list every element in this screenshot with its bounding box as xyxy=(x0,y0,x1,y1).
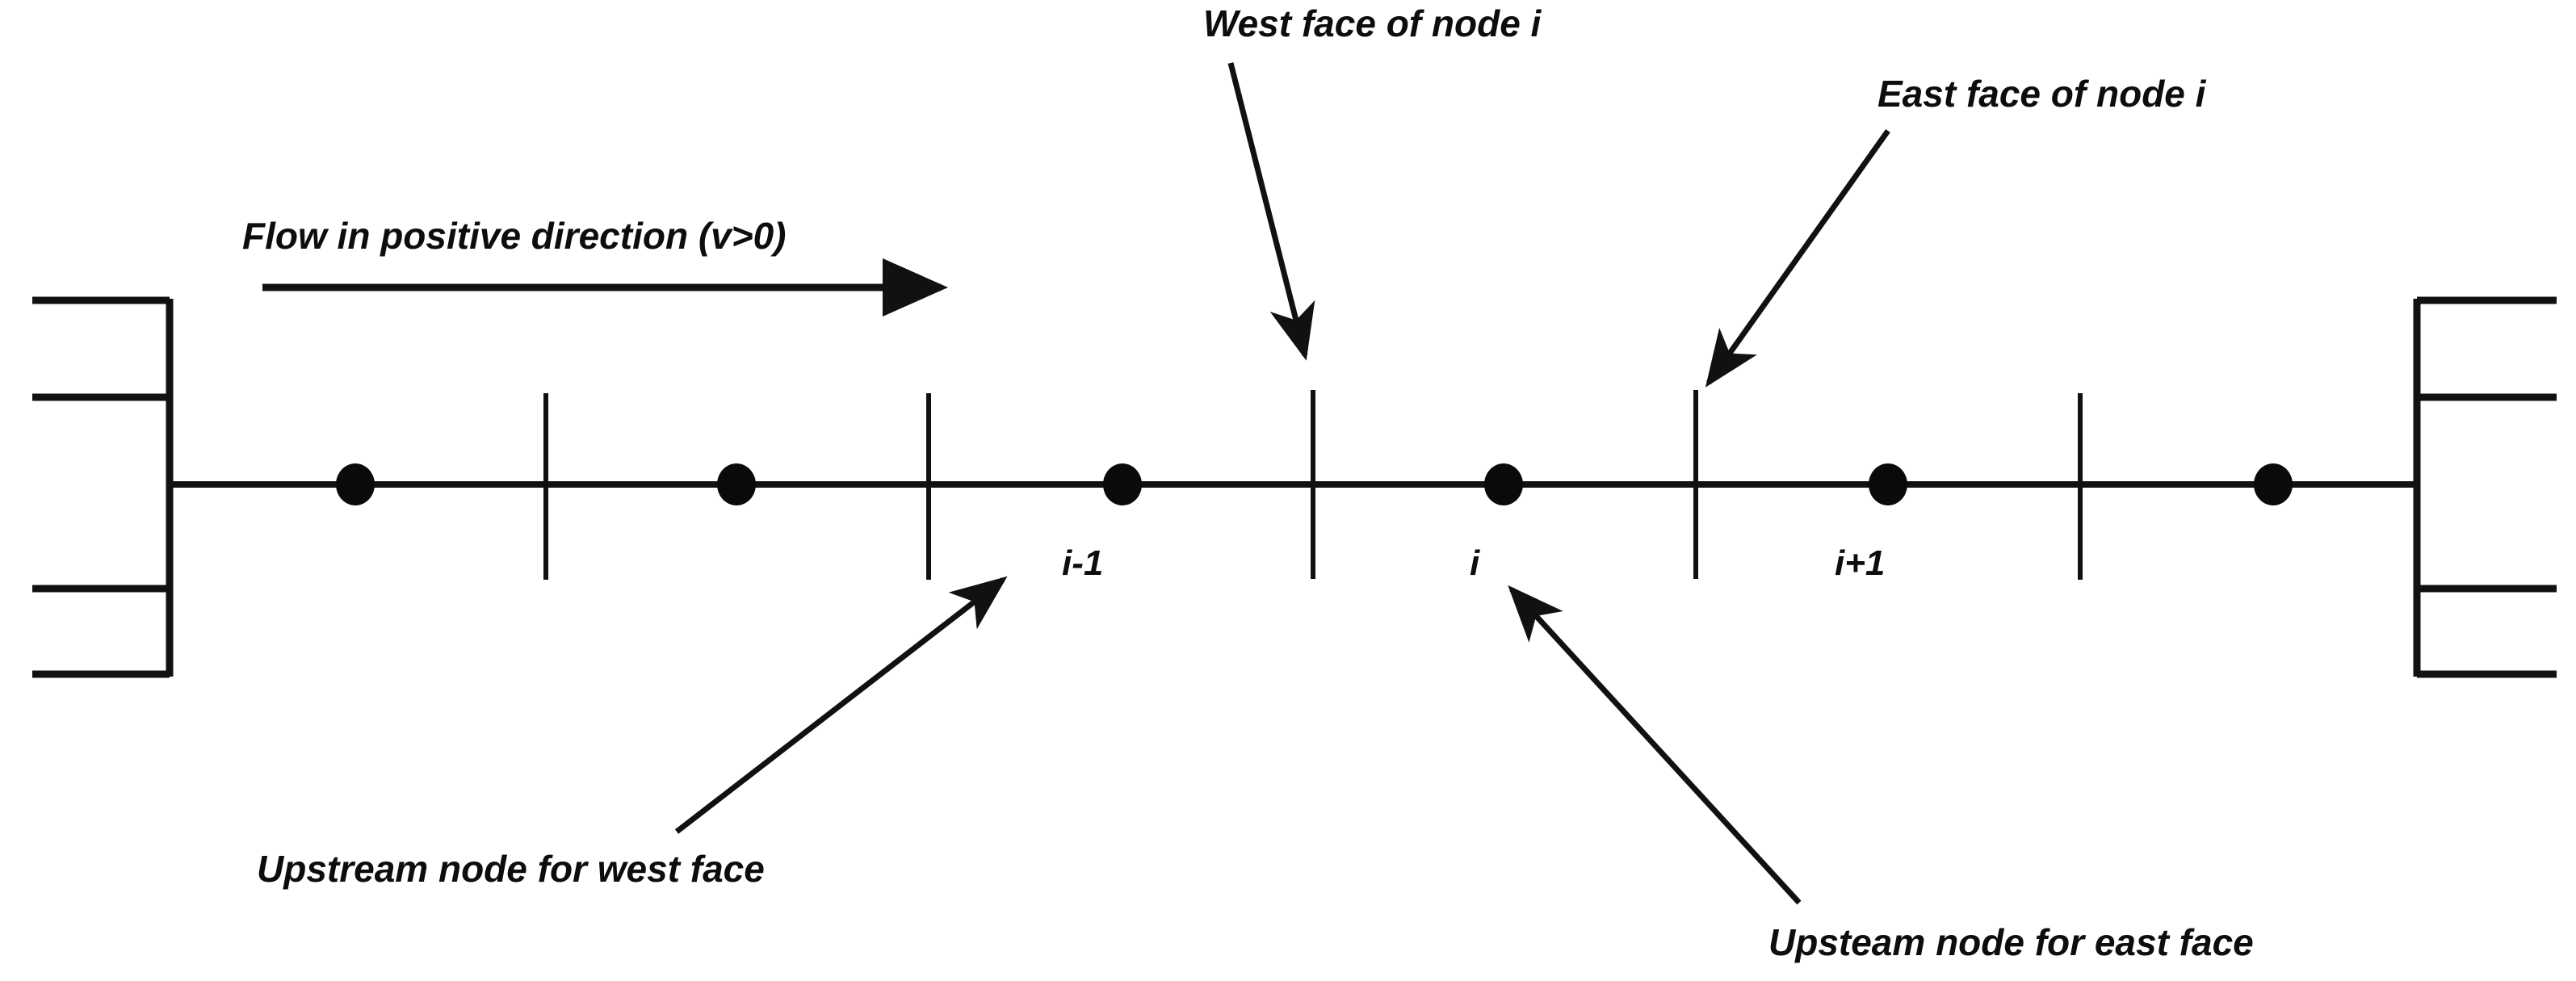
node-dot-i xyxy=(1484,463,1523,505)
upstream-west-face-label: Upstream node for west face xyxy=(257,848,765,890)
node-dot xyxy=(336,463,375,505)
flow-direction-label: Flow in positive direction (v>0) xyxy=(242,215,787,257)
east-face-callout-arrow xyxy=(1705,128,1890,388)
node-index-label-i: i xyxy=(1470,543,1480,583)
node-index-label-i-plus-1: i+1 xyxy=(1835,543,1885,583)
upstream-east-callout-arrow xyxy=(1508,585,1802,905)
left-wall xyxy=(32,296,174,678)
node-dot-i-plus-1 xyxy=(1869,463,1907,505)
node-dot-i-minus-1 xyxy=(1103,463,1142,505)
node-dot xyxy=(717,463,756,505)
node-index-label-i-minus-1: i-1 xyxy=(1062,543,1103,583)
west-face-label: West face of node i xyxy=(1203,2,1542,44)
west-face-callout-arrow xyxy=(1227,62,1315,361)
east-face-label: East face of node i xyxy=(1877,73,2207,115)
node-dots xyxy=(336,463,2293,505)
right-wall xyxy=(2413,296,2557,678)
upstream-east-face-label: Upsteam node for east face xyxy=(1768,921,2254,963)
upstream-west-callout-arrow xyxy=(674,576,1008,834)
cell-face-dividers xyxy=(543,390,2083,580)
node-dot xyxy=(2254,463,2293,505)
